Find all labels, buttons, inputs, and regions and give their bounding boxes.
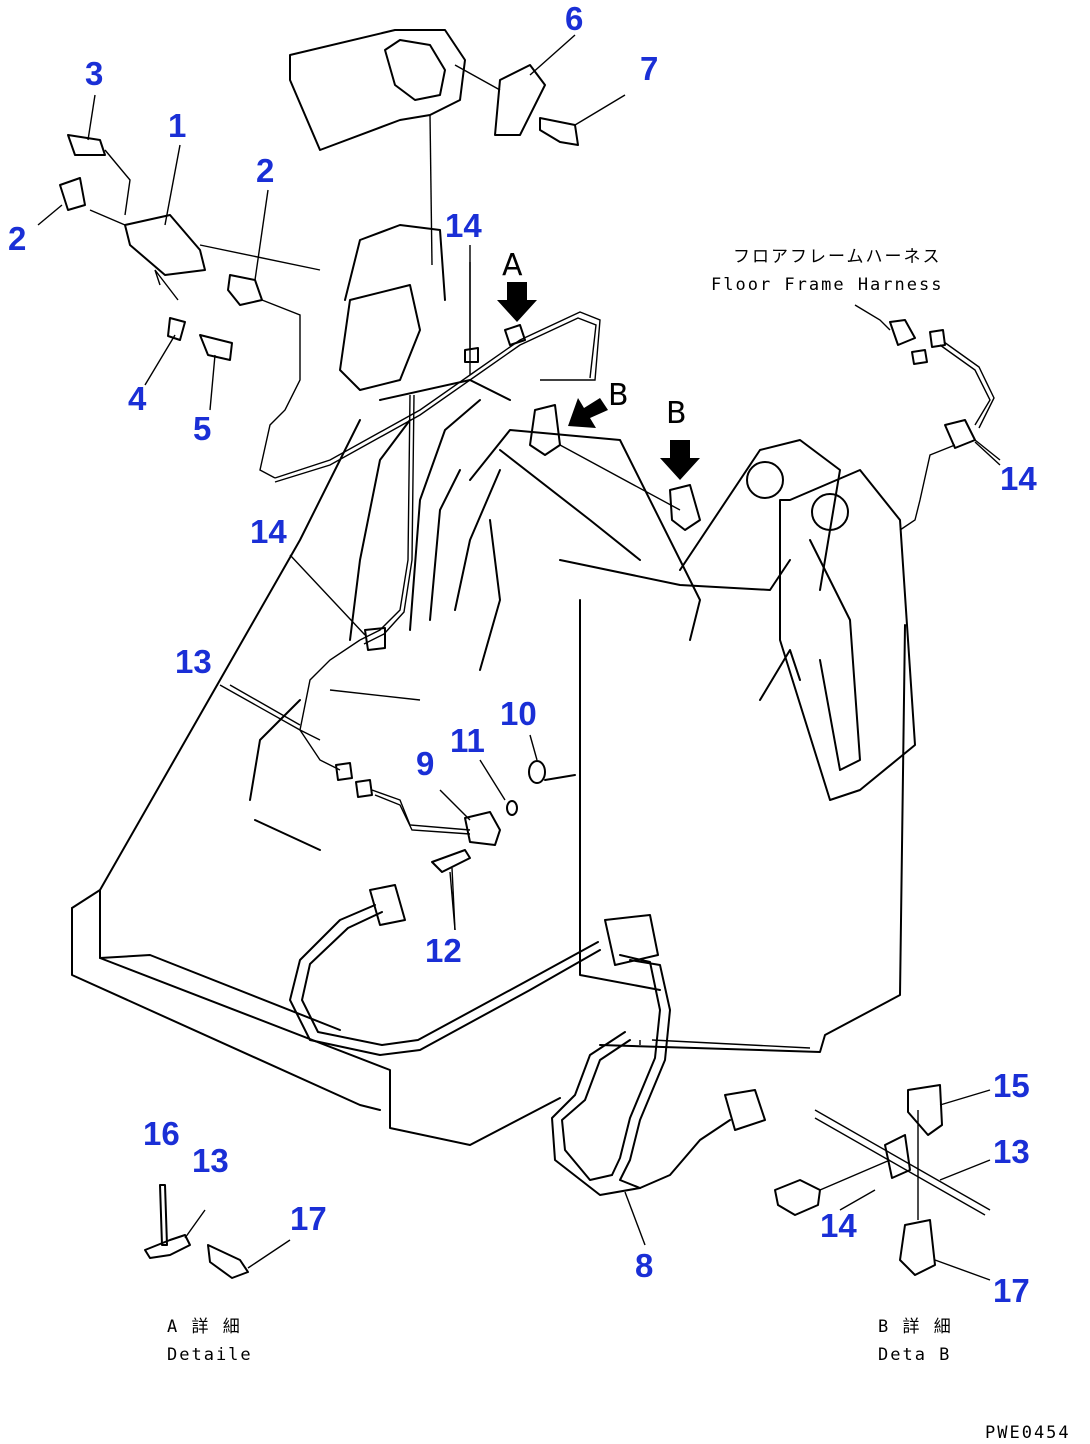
callout-17-detail-b: 17 [993,1272,1030,1309]
callout-5: 5 [193,410,211,447]
callout-2-left: 2 [8,220,26,257]
detail-a-caption-en: Detaile [167,1345,253,1365]
callout-13-detail-a: 13 [192,1142,229,1179]
handrail-8 [289,884,811,1196]
callout-17-detail-a: 17 [290,1200,327,1237]
switch-9 [464,811,501,846]
frame-body [71,29,916,1146]
callout-13-main: 13 [175,643,212,680]
washer-11 [506,800,518,816]
callout-9: 9 [416,745,434,782]
callout-7: 7 [640,50,658,87]
harness-label-en: Floor Frame Harness [711,275,943,295]
detail-a-drawing [144,1184,291,1279]
callout-14-mid: 14 [250,513,287,550]
callout-16: 16 [143,1115,180,1152]
callout-14-top: 14 [445,207,482,244]
detail-b-drawing [774,1084,991,1281]
floor-harness-connector [854,304,1001,531]
harness-14 [274,262,601,741]
harness-13 [219,684,471,835]
view-marker-b1: B [608,378,629,413]
callout-14-right: 14 [1000,460,1037,497]
callout-6: 6 [565,0,583,37]
nut-10 [528,760,546,784]
callout-10: 10 [500,695,537,732]
callout-13-detail-b: 13 [993,1133,1030,1170]
figure-code: PWE0454 [985,1423,1071,1443]
part-6-cover [454,64,546,136]
callout-8: 8 [635,1247,653,1284]
arrow-b2 [660,440,700,480]
harness-label-jp: フロアフレームハーネス [733,247,942,267]
sensor-assembly [59,134,321,479]
detail-a-caption-jp: A 詳 細 [167,1317,242,1337]
detail-b-caption-jp: B 詳 細 [878,1317,953,1337]
callout-11: 11 [450,722,485,759]
callout-12: 12 [425,932,462,969]
arrow-b1 [568,398,608,428]
part-7-bolt [539,94,626,146]
detail-b-caption-en: Deta B [878,1345,951,1365]
callout-1: 1 [168,107,186,144]
arrow-a [497,282,537,322]
callout-3: 3 [85,55,103,92]
view-marker-b2: B [666,396,687,431]
view-marker-a: A [502,248,523,283]
callout-14-detail-b: 14 [820,1207,857,1244]
callout-15: 15 [993,1067,1030,1104]
leader-lines [37,34,1001,1246]
callout-4: 4 [128,380,147,417]
callout-2-top: 2 [256,152,274,189]
bracket-b [529,404,701,531]
callouts: 1 2 2 3 4 5 6 7 8 9 10 11 12 13 13 13 14… [8,0,1037,1309]
